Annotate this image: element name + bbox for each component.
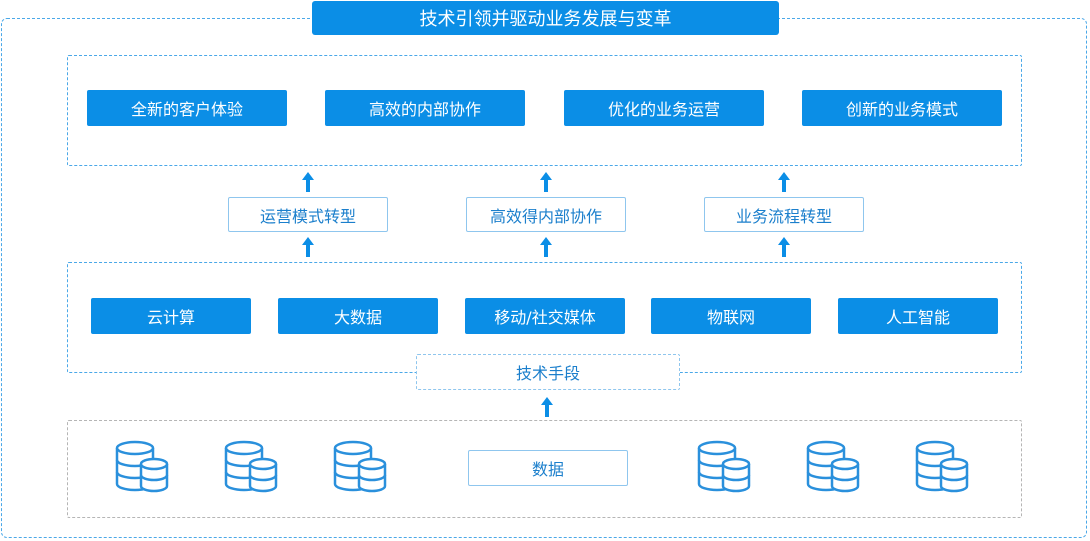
arrow-up-icon <box>540 237 552 257</box>
diagram-title: 技术引领并驱动业务发展与变革 <box>312 1 779 35</box>
technology-box: 大数据 <box>278 298 438 334</box>
transformation-box: 高效得内部协作 <box>466 197 626 232</box>
arrow-up-icon <box>541 397 553 417</box>
technology-box: 云计算 <box>91 298 251 334</box>
goal-box: 优化的业务运营 <box>564 90 764 126</box>
data-panel <box>67 420 1022 518</box>
arrow-up-icon <box>778 237 790 257</box>
goals-panel <box>67 55 1022 166</box>
database-icon <box>224 440 278 493</box>
technology-box: 移动/社交媒体 <box>465 298 625 334</box>
goal-box: 全新的客户体验 <box>87 90 287 126</box>
database-icon <box>333 440 387 493</box>
goal-box: 高效的内部协作 <box>325 90 525 126</box>
arrow-up-icon <box>302 172 314 192</box>
transformation-box: 运营模式转型 <box>228 197 388 232</box>
database-icon <box>115 440 169 493</box>
arrow-up-icon <box>540 172 552 192</box>
technology-box: 物联网 <box>651 298 811 334</box>
transformation-box: 业务流程转型 <box>704 197 864 232</box>
arrow-up-icon <box>778 172 790 192</box>
goal-box: 创新的业务模式 <box>802 90 1002 126</box>
database-icon <box>915 440 969 493</box>
database-icon <box>806 440 860 493</box>
arrow-up-icon <box>302 237 314 257</box>
data-label: 数据 <box>468 450 628 486</box>
tech-means-label: 技术手段 <box>416 354 680 390</box>
database-icon <box>697 440 751 493</box>
technology-box: 人工智能 <box>838 298 998 334</box>
